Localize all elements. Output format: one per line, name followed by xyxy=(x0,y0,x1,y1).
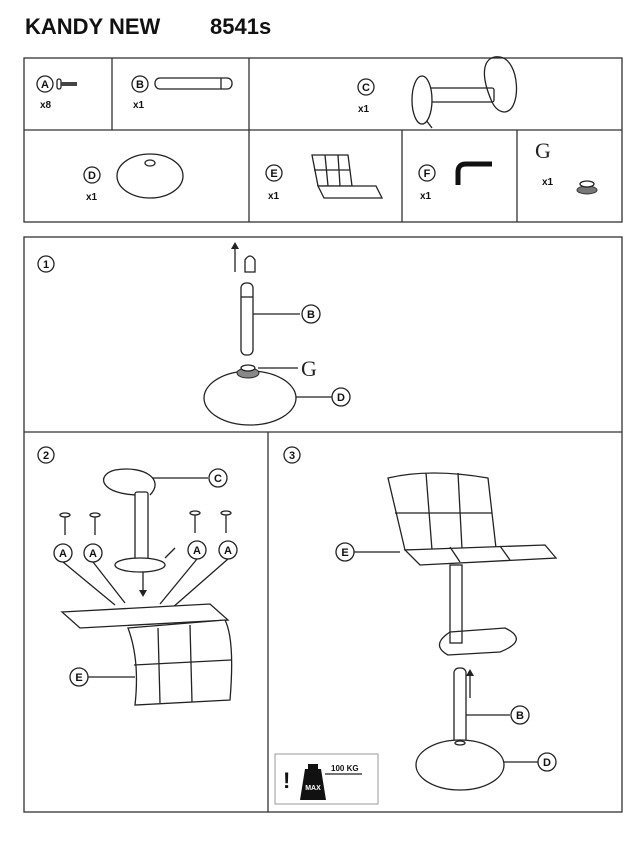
weight-icon: MAX xyxy=(300,764,326,800)
screws xyxy=(59,510,232,535)
svg-text:A: A xyxy=(224,545,232,557)
part-d: D x1 xyxy=(83,153,184,203)
svg-text:x8: x8 xyxy=(40,100,52,111)
svg-text:D: D xyxy=(337,392,345,404)
svg-text:x1: x1 xyxy=(358,104,370,115)
parts-table xyxy=(23,57,623,223)
svg-text:3: 3 xyxy=(289,450,295,462)
seat-icon xyxy=(311,154,384,199)
part-a: A x8 xyxy=(36,75,77,111)
svg-text:B: B xyxy=(516,710,524,722)
svg-text:D: D xyxy=(88,170,96,182)
base-icon xyxy=(116,153,184,199)
step-1: 1 B G D xyxy=(37,242,351,426)
svg-text:F: F xyxy=(424,168,431,180)
svg-text:x1: x1 xyxy=(542,177,554,188)
svg-text:C: C xyxy=(362,82,370,94)
part-g: G x1 xyxy=(535,138,598,195)
svg-text:E: E xyxy=(341,547,348,559)
svg-text:E: E xyxy=(75,672,82,684)
svg-text:B: B xyxy=(136,79,144,91)
svg-text:E: E xyxy=(270,168,277,180)
svg-text:2: 2 xyxy=(43,450,49,462)
arrow-down-icon xyxy=(139,572,147,597)
svg-text:A: A xyxy=(59,548,67,560)
steps-frame xyxy=(23,236,623,813)
svg-text:x1: x1 xyxy=(133,100,145,111)
svg-text:A: A xyxy=(41,79,49,91)
screw-icon xyxy=(56,78,77,90)
gas-lift-icon xyxy=(154,77,233,90)
svg-text:A: A xyxy=(89,548,97,560)
svg-text:B: B xyxy=(307,309,315,321)
nut-icon xyxy=(576,180,598,195)
svg-text:MAX: MAX xyxy=(305,785,321,792)
part-e: E x1 xyxy=(265,154,384,202)
svg-text:x1: x1 xyxy=(420,191,432,202)
svg-text:x1: x1 xyxy=(268,191,280,202)
arrow-up-icon xyxy=(231,242,239,272)
part-c: C x1 xyxy=(357,56,518,129)
allen-key-icon xyxy=(455,161,492,185)
svg-text:1: 1 xyxy=(43,259,49,271)
svg-text:D: D xyxy=(543,757,551,769)
step-2: 2 C A A A A E xyxy=(37,446,238,706)
footrest-column-icon xyxy=(411,56,518,129)
svg-text:A: A xyxy=(193,545,201,557)
arrow-up-icon xyxy=(466,669,474,698)
svg-text:C: C xyxy=(214,473,222,485)
model-number: 8541s xyxy=(210,14,271,39)
svg-text:x1: x1 xyxy=(86,192,98,203)
svg-text:G: G xyxy=(535,138,551,163)
step-3: 3 E B D xyxy=(283,446,558,791)
svg-text:G: G xyxy=(301,356,317,381)
part-f: F x1 xyxy=(418,161,492,202)
max-weight-warning: ! MAX 100 KG xyxy=(274,753,379,805)
warning-mark: ! xyxy=(283,768,290,793)
product-name: KANDY NEW xyxy=(25,14,161,39)
max-weight-label: 100 KG xyxy=(331,764,359,773)
part-b: B x1 xyxy=(131,75,233,111)
